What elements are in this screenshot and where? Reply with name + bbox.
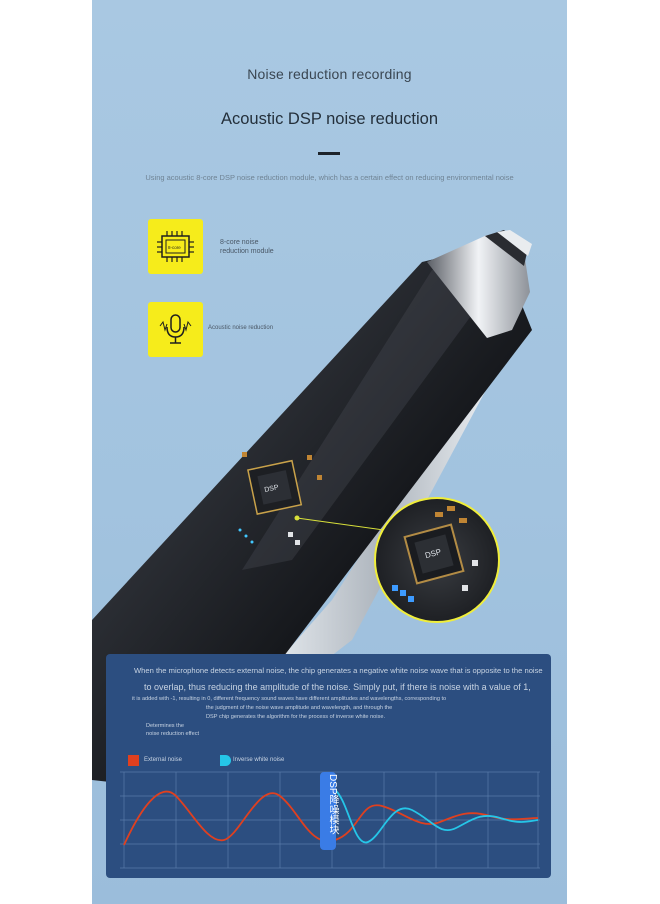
inverse-noise-label: Inverse white noise: [233, 757, 285, 763]
microphone-icon: [159, 314, 192, 344]
section-description: Using acoustic 8-core DSP noise reductio…: [145, 173, 514, 182]
chip-zoom-circle: DSP: [374, 497, 500, 623]
product-panel: DSP DSP Noise reduct: [92, 0, 567, 904]
info-line-7: noise reduction effect: [146, 731, 200, 737]
recording-pen-illustration: DSP DSP: [92, 230, 532, 790]
external-noise-label: External noise: [144, 757, 183, 763]
microphone-feature-label: Acoustic noise reduction: [208, 325, 274, 331]
info-line-1: When the microphone detects external noi…: [134, 666, 543, 675]
info-line-4: the judgment of the noise wave amplitude…: [206, 705, 393, 711]
info-box: When the microphone detects external noi…: [106, 654, 551, 878]
chip-feature-label: 8-core noise reduction module: [220, 238, 274, 256]
chip-feature-label-line1: 8-core noise: [220, 239, 259, 246]
external-noise-swatch: [128, 755, 139, 766]
section-subtitle: Acoustic DSP noise reduction: [220, 110, 439, 128]
title-divider: [318, 152, 340, 155]
chip-label: DSP: [264, 484, 280, 494]
svg-text:DSP: DSP: [424, 547, 442, 560]
info-line-6: Determines the: [146, 723, 184, 729]
chip-feature-badge: 8-core: [148, 219, 203, 274]
section-title: Noise reduction recording: [247, 66, 412, 82]
dsp-module-label: DSP降噪模块: [327, 774, 338, 835]
microphone-feature-badge: [148, 302, 203, 357]
info-line-3: it is added with -1, resulting in 0, dif…: [132, 696, 447, 702]
info-line-2: to overlap, thus reducing the amplitude …: [144, 682, 531, 692]
chip-feature-label-line2: reduction module: [220, 248, 274, 255]
info-line-5: DSP chip generates the algorithm for the…: [206, 714, 385, 720]
inverse-noise-swatch: [220, 755, 231, 766]
dsp-module-marker: DSP降噪模块: [320, 772, 338, 850]
dsp-chip: DSP: [238, 452, 322, 545]
chip-icon-text: 8-core: [168, 245, 181, 250]
inverse-noise-wave: [334, 789, 539, 844]
chip-icon: 8-core: [157, 231, 194, 262]
